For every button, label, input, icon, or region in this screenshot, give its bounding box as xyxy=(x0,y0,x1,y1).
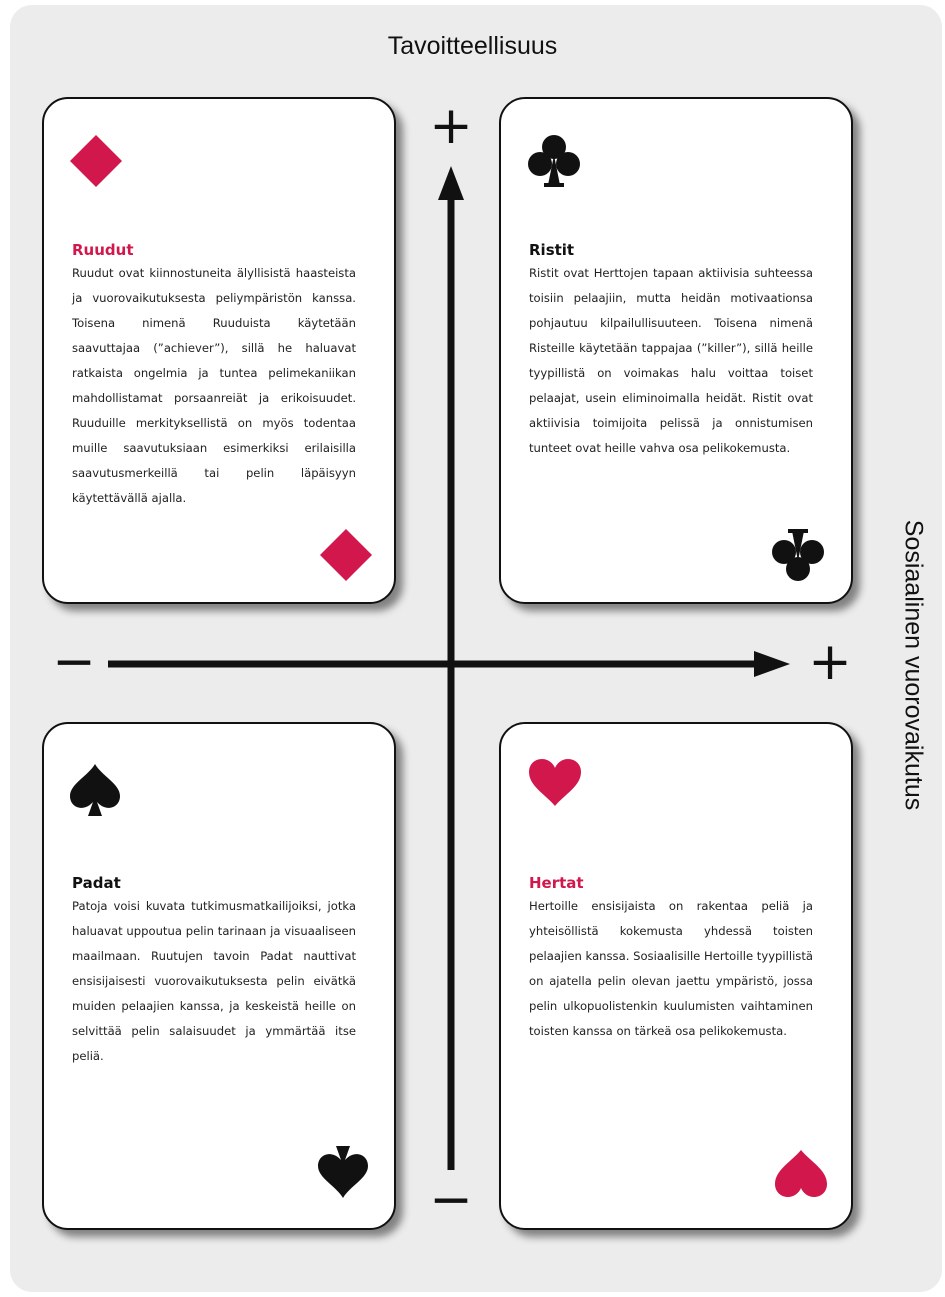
card-title-spades: Padat xyxy=(72,874,121,892)
horizontal-plus-label: + xyxy=(808,632,852,692)
heart-icon xyxy=(529,759,581,806)
card-hearts: Hertat Hertoille ensisijaista on rakenta… xyxy=(499,722,853,1230)
spade-icon xyxy=(318,1146,368,1198)
card-title-hearts: Hertat xyxy=(529,874,584,892)
vertical-plus-label: + xyxy=(429,96,473,156)
vertical-axis-arrow xyxy=(438,166,464,200)
club-icon xyxy=(772,529,824,581)
card-text-hearts: Hertoille ensisijaista on rakentaa peliä… xyxy=(529,899,813,1038)
vertical-minus-label: − xyxy=(429,1170,473,1230)
card-text-spades: Patoja voisi kuvata tutkimusmatkailijoik… xyxy=(72,899,356,1063)
card-spades: Padat Patoja voisi kuvata tutkimusmatkai… xyxy=(42,722,396,1230)
diamond-icon xyxy=(70,135,122,187)
card-title-diamonds: Ruudut xyxy=(72,241,134,259)
diamond-icon xyxy=(320,529,372,581)
horizontal-minus-label: − xyxy=(52,632,96,692)
club-icon xyxy=(528,135,580,187)
card-text-diamonds: Ruudut ovat kiinnostuneita älyllisistä h… xyxy=(72,266,356,505)
card-text-clubs: Ristit ovat Herttojen tapaan aktiivisia … xyxy=(529,266,813,455)
card-diamonds: Ruudut Ruudut ovat kiinnostuneita älylli… xyxy=(42,97,396,604)
heart-icon xyxy=(775,1150,827,1197)
spade-icon xyxy=(70,764,120,816)
vertical-axis-title: Tavoitteellisuus xyxy=(387,32,558,60)
card-clubs: Ristit Ristit ovat Herttojen tapaan akti… xyxy=(499,97,853,604)
card-title-clubs: Ristit xyxy=(529,241,575,259)
horizontal-axis-arrow xyxy=(754,651,790,677)
